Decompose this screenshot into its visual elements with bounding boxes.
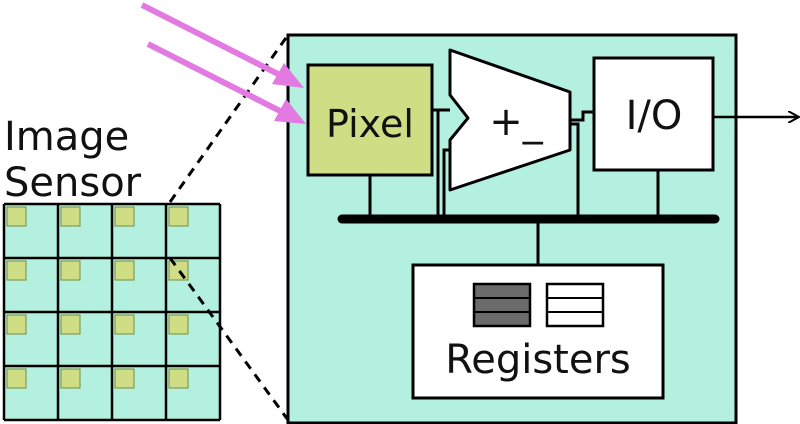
sensor-pixel-cell: [114, 206, 135, 227]
sensor-pixel-cell: [6, 260, 27, 281]
light-ray-1: [140, 2, 282, 78]
sensor-pixel-grid: [2, 202, 222, 422]
sensor-pixel-cell: [6, 206, 27, 227]
light-ray-2: [146, 41, 284, 115]
io-label: I/O: [626, 93, 683, 139]
comparator-output-bus-wire: [570, 122, 580, 219]
io-box: [592, 56, 715, 172]
sensor-pixel-cell: [168, 314, 189, 335]
sensor-pixel-cell: [60, 368, 81, 389]
comparator-io-wire: [570, 110, 594, 122]
sensor-pixel-cell: [114, 368, 135, 389]
sensor-pixel-cell: [60, 260, 81, 281]
sensor-pixel-cell: [60, 206, 81, 227]
light-arrowhead-1: [272, 63, 304, 88]
comparator-label: +_: [489, 99, 544, 145]
sensor-pixel-cell: [60, 314, 81, 335]
image-sensor-label-line2: Sensor: [4, 160, 142, 206]
sensor-pixel-cell: [168, 368, 189, 389]
sensor-pixel-cell: [6, 314, 27, 335]
register-light-icon: [545, 282, 605, 328]
pixel-label: Pixel: [326, 102, 414, 146]
light-arrowhead-2: [274, 99, 306, 124]
sensor-pixel-cell: [114, 314, 135, 335]
incoming-light-arrows: [140, 2, 306, 124]
pixel-box: [306, 63, 434, 177]
registers-label: Registers: [445, 337, 631, 383]
comparator-symbol: [448, 48, 572, 192]
registers-box: [411, 263, 665, 400]
sensor-pixel-cell: [6, 368, 27, 389]
comparator-neg-bus-wire: [442, 148, 450, 219]
sensor-pixel-cell: [114, 260, 135, 281]
image-sensor-label-line1: Image: [4, 114, 129, 160]
zoom-line-bottom: [168, 257, 290, 421]
zoom-line-top: [168, 34, 290, 203]
register-dark-icon: [472, 282, 532, 328]
sensor-pixel-cell: [168, 206, 189, 227]
